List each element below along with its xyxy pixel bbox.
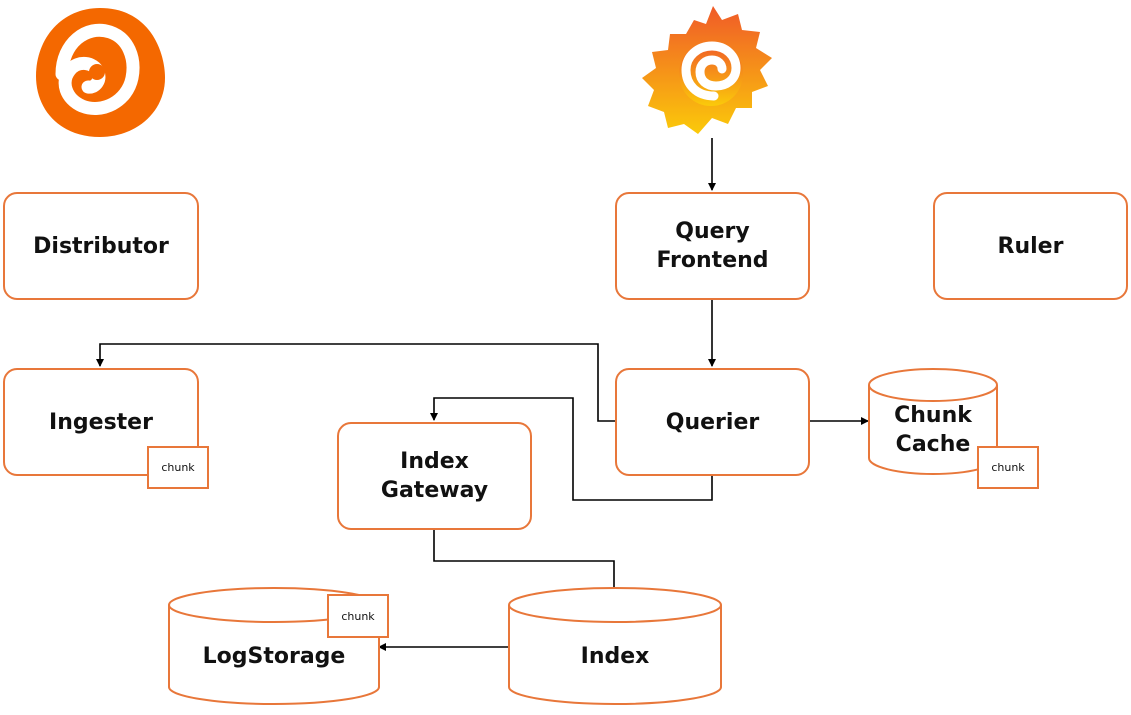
index-gateway-node[interactable]: Index Gateway: [337, 422, 532, 530]
edge-querier-to-index-gateway: [430, 397, 713, 501]
grafana-logo: [642, 6, 772, 134]
log-storage-cylinder: [168, 587, 380, 705]
ingester-chunk-badge: chunk: [147, 446, 209, 489]
index-label: Index: [580, 643, 650, 669]
loki-logo: [36, 8, 165, 137]
ruler-label: Ruler: [997, 233, 1064, 259]
index-gateway-label: Index Gateway: [380, 449, 489, 503]
query-frontend-node[interactable]: Query Frontend: [615, 192, 810, 300]
querier-node[interactable]: Querier: [615, 368, 810, 476]
index-node[interactable]: Index: [509, 632, 721, 680]
ruler-node[interactable]: Ruler: [933, 192, 1128, 300]
chunk-cache-label: Chunk Cache: [894, 403, 972, 457]
distributor-label: Distributor: [33, 233, 169, 259]
edge-querier-to-ingester: [96, 343, 615, 422]
ingester-chunk-label: chunk: [161, 461, 195, 474]
chunk-cache-node[interactable]: Chunk Cache: [869, 400, 997, 460]
chunk-cache-chunk-label: chunk: [991, 461, 1025, 474]
log-storage-label: LogStorage: [202, 643, 346, 669]
log-storage-chunk-label: chunk: [341, 609, 375, 623]
index-cylinder: [508, 587, 722, 705]
chunk-cache-chunk-badge: chunk: [977, 446, 1039, 489]
distributor-node[interactable]: Distributor: [3, 192, 199, 300]
ingester-label: Ingester: [49, 409, 153, 435]
log-storage-node[interactable]: LogStorage: [169, 632, 379, 680]
querier-label: Querier: [665, 409, 760, 435]
log-storage-chunk-badge: chunk: [327, 594, 389, 638]
query-frontend-label: Query Frontend: [656, 219, 769, 273]
